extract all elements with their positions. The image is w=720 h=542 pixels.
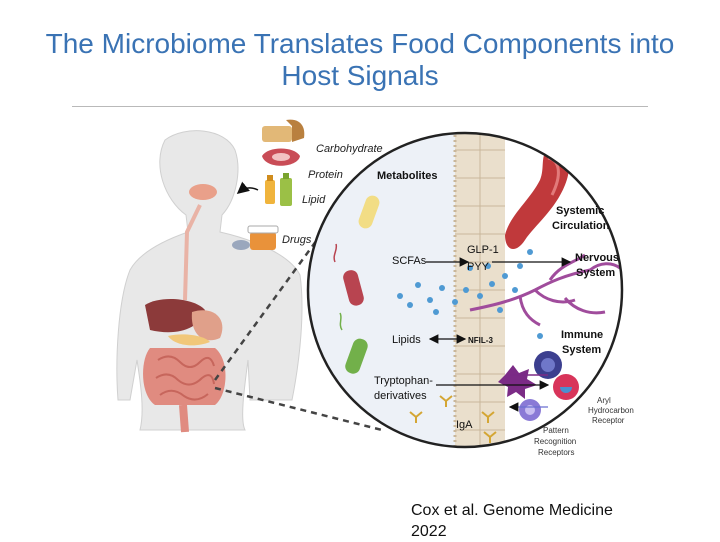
systemic-label-2: Circulation bbox=[552, 220, 610, 232]
tryptophan-label-1: Tryptophan- bbox=[374, 375, 433, 387]
nfil3-label: NFIL-3 bbox=[468, 336, 493, 345]
scfa-molecules bbox=[397, 249, 543, 339]
zoom-line-lower bbox=[214, 386, 383, 432]
bottles-icon bbox=[265, 173, 292, 206]
glp1-label: GLP-1 bbox=[467, 244, 499, 256]
title-line-1: The Microbiome Translates Food Component… bbox=[45, 28, 675, 59]
pattern-label-3: Receptors bbox=[538, 448, 574, 457]
immune-cells-icon bbox=[498, 351, 579, 421]
epithelial-layer bbox=[453, 133, 505, 447]
citation-line-2: 2022 bbox=[411, 523, 447, 540]
intestines-icon bbox=[143, 348, 226, 433]
food-label-drugs: Drugs bbox=[282, 234, 312, 246]
nerve-cell-icon bbox=[469, 253, 621, 327]
scfas-label: SCFAs bbox=[392, 255, 427, 267]
food-label-lipid: Lipid bbox=[302, 194, 326, 206]
aryl-label-2: Hydrocarbon bbox=[588, 406, 634, 415]
pattern-label-1: Pattern bbox=[543, 426, 569, 435]
iga-antibodies-icon bbox=[409, 395, 497, 443]
slide-title: The Microbiome Translates Food Component… bbox=[0, 28, 720, 92]
nervous-label-2: System bbox=[576, 267, 615, 279]
aryl-label-3: Receptor bbox=[592, 416, 625, 425]
stomach-icon bbox=[191, 310, 223, 341]
lipids-label: Lipids bbox=[392, 334, 421, 346]
pancreas-icon bbox=[168, 334, 210, 346]
tryptophan-label-2: derivatives bbox=[374, 390, 427, 402]
mouth-icon bbox=[189, 184, 217, 200]
metabolites-heading: Metabolites bbox=[377, 170, 438, 182]
pills-icon bbox=[232, 225, 279, 250]
food-label-carbohydrate: Carbohydrate bbox=[316, 143, 383, 155]
title-divider bbox=[72, 106, 648, 107]
gut-zoom-circle: Metabolites SCFAs GLP-1 PYY Lipids NFIL-… bbox=[306, 131, 634, 457]
bacteria-icons bbox=[333, 195, 380, 374]
aryl-label-1: Aryl bbox=[597, 396, 611, 405]
pyy-label: PYY bbox=[467, 261, 490, 273]
immune-label-1: Immune bbox=[561, 329, 603, 341]
citation: Cox et al. Genome Medicine 2022 bbox=[411, 500, 613, 542]
bread-icon bbox=[262, 119, 305, 142]
iga-label: IgA bbox=[456, 419, 473, 431]
systemic-label-1: Systemic bbox=[556, 205, 604, 217]
pattern-label-2: Recognition bbox=[534, 437, 576, 446]
ingestion-arrow bbox=[236, 181, 259, 194]
citation-line-1: Cox et al. Genome Medicine bbox=[411, 502, 613, 519]
nervous-label-1: Nervous bbox=[575, 252, 619, 264]
liver-icon bbox=[145, 298, 205, 333]
meat-icon bbox=[262, 148, 300, 166]
immune-label-2: System bbox=[562, 344, 601, 356]
title-line-2: Host Signals bbox=[281, 60, 439, 91]
food-items: Carbohydrate Protein Lipid Drugs bbox=[232, 119, 383, 250]
food-label-protein: Protein bbox=[308, 169, 343, 181]
human-body-illustration bbox=[116, 130, 303, 433]
